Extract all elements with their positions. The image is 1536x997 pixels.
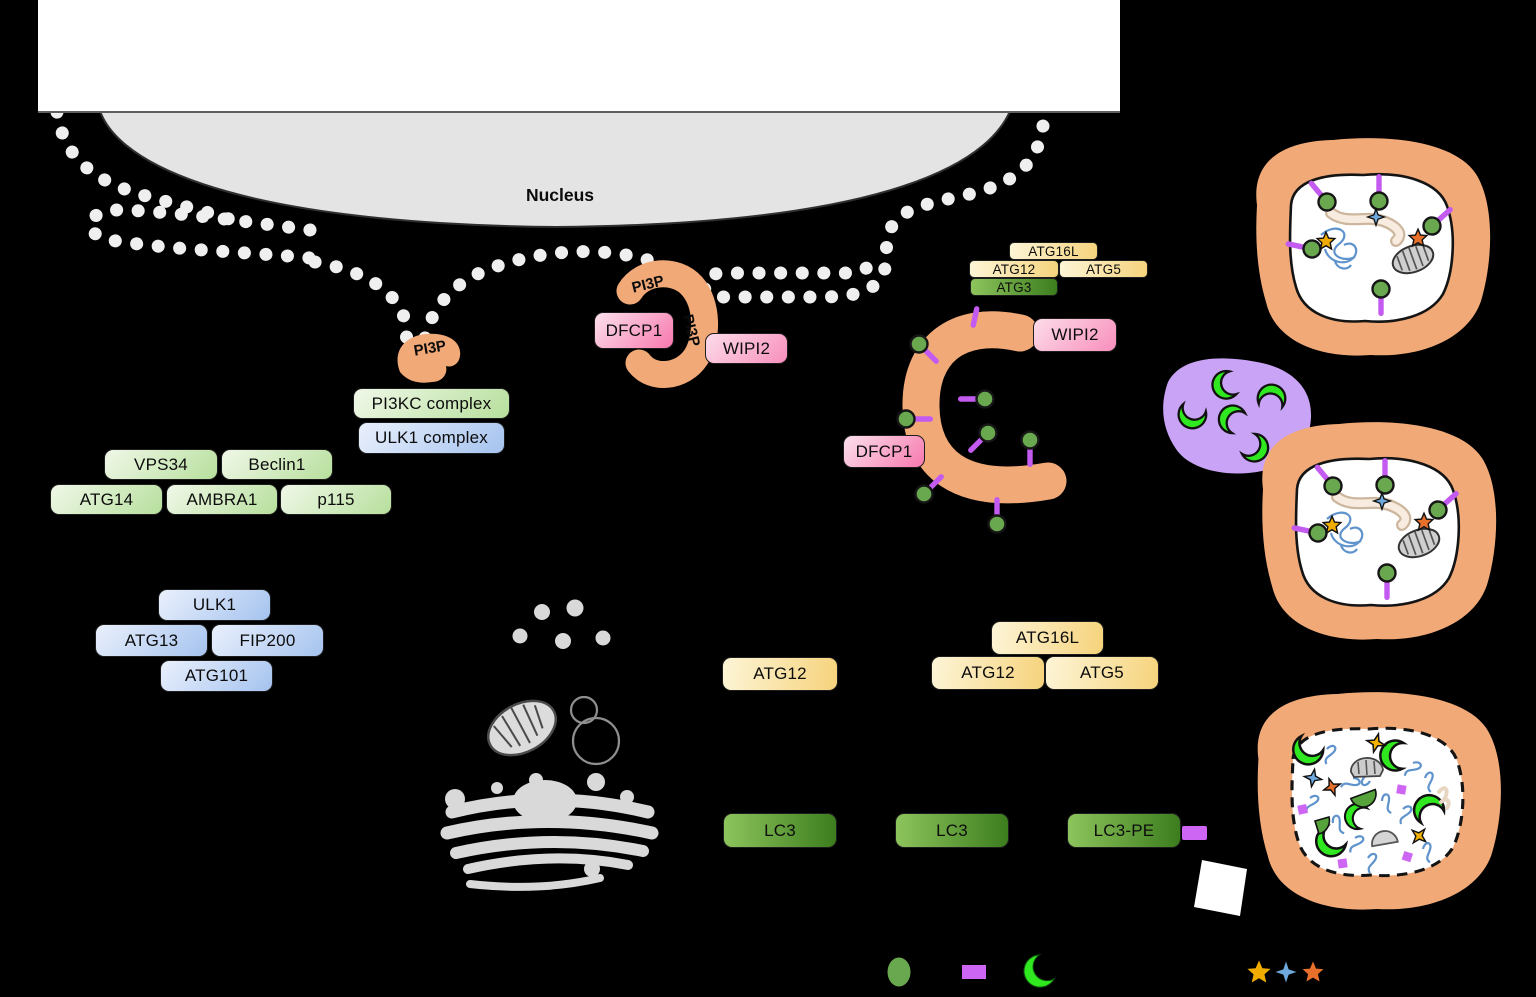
mitochondrion (487, 699, 557, 757)
autolysosome (1257, 692, 1501, 910)
box-wipi2-phagophore: WIPI2 (1033, 318, 1117, 352)
box-wipi2-omegasome: WIPI2 (705, 333, 788, 364)
box-lc3-pe: LC3-PE (1067, 813, 1181, 848)
cytoplasm-vesicles (512, 599, 611, 649)
cargo-receptor-gold-star-icon (1247, 960, 1271, 983)
pe-lipid-tab (1182, 826, 1207, 840)
box-atg5-small: ATG5 (1059, 260, 1148, 278)
title-placeholder-box (38, 0, 1120, 113)
box-lc3-1: LC3 (723, 813, 837, 848)
hydrolase-icon (1023, 954, 1056, 988)
autophagosome-fusing (1262, 422, 1497, 640)
white-label-patch (1194, 860, 1247, 916)
box-ambra1: AMBRA1 (166, 484, 278, 515)
legend-icons (887, 954, 1324, 988)
autophagosome (1256, 138, 1491, 356)
box-lc3-2: LC3 (895, 813, 1009, 848)
nucleus-label: Nucleus (525, 185, 595, 205)
peroxisome (569, 695, 621, 766)
box-dfcp1-omegasome: DFCP1 (594, 312, 674, 349)
cargo-receptor-blue-star-icon (1275, 961, 1297, 983)
box-atg13: ATG13 (95, 624, 208, 657)
box-p115: p115 (280, 484, 392, 515)
box-atg101: ATG101 (160, 660, 273, 692)
box-ulk1-complex: ULK1 complex (358, 422, 505, 454)
box-atg3-small: ATG3 (970, 278, 1058, 296)
lc3-protein-icon (887, 957, 911, 987)
box-atg12-small: ATG12 (969, 260, 1059, 278)
box-pi3kc-complex: PI3KC complex (353, 388, 510, 419)
box-beclin1: Beclin1 (221, 449, 333, 480)
cargo-receptor-orange-star-icon (1302, 961, 1324, 982)
box-atg14: ATG14 (50, 484, 163, 515)
omegasome-membrane (616, 260, 719, 388)
lysosome (1163, 358, 1312, 474)
phagophore-membrane (902, 311, 1067, 504)
degraded-cargo (1287, 728, 1451, 875)
box-atg5-conjugate: ATG5 (1045, 656, 1159, 690)
box-vps34: VPS34 (104, 449, 218, 480)
box-atg16l-small: ATG16L (1009, 242, 1098, 260)
pe-lipid-icon (962, 965, 986, 979)
golgi-apparatus (440, 773, 659, 891)
box-fip200: FIP200 (211, 624, 324, 657)
box-ulk1: ULK1 (158, 589, 271, 621)
pi3p-membrane-blob (397, 333, 461, 383)
box-atg12-free: ATG12 (722, 657, 838, 691)
box-atg12-conjugate: ATG12 (931, 656, 1045, 690)
er-membrane-dots (50, 105, 1050, 349)
box-atg16l: ATG16L (991, 621, 1104, 655)
box-dfcp1-phagophore: DFCP1 (843, 435, 925, 468)
phagophore-lc3-pe-conjugates (896, 306, 1040, 534)
